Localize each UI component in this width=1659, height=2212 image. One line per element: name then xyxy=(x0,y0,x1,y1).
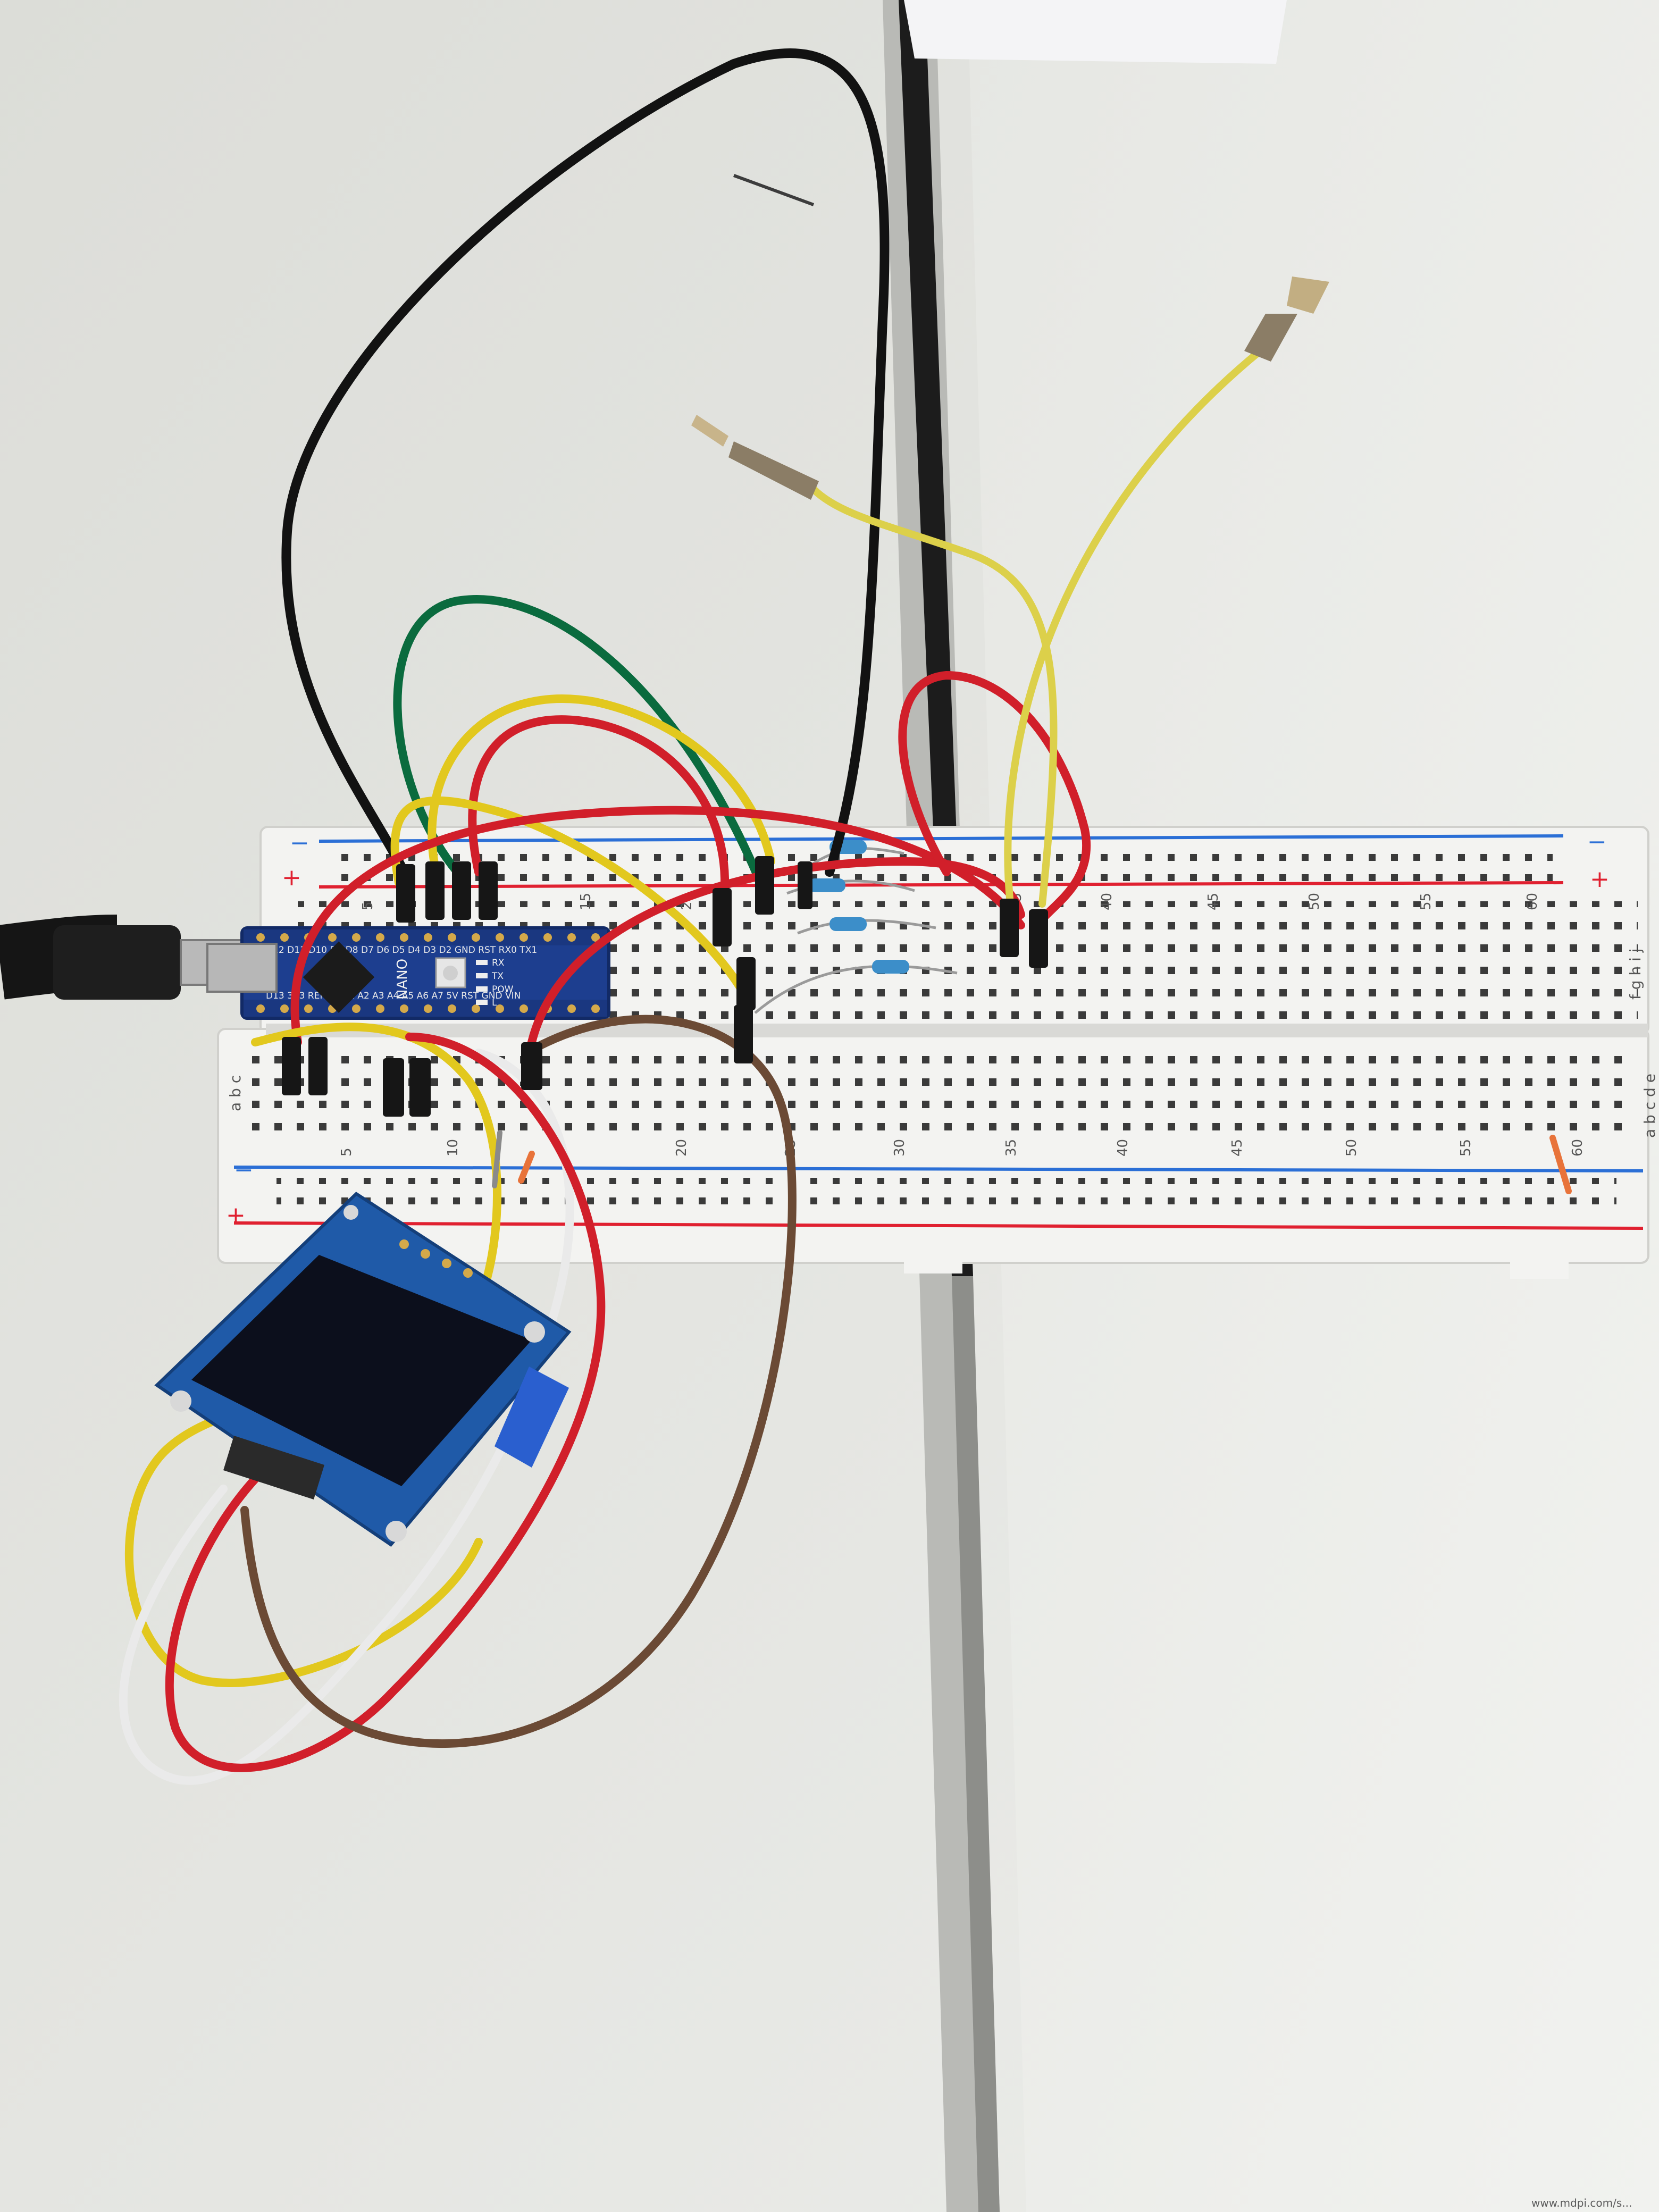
col-label: 45 xyxy=(1229,1139,1245,1157)
nano-name: NANO xyxy=(395,959,410,1000)
wire-tips xyxy=(691,276,1329,500)
col-label: 35 xyxy=(1003,1139,1019,1157)
yellow-wire-top xyxy=(428,694,775,876)
white-wire xyxy=(119,1049,574,1785)
oled-screen xyxy=(191,1255,532,1486)
col-label: 10 xyxy=(445,1139,461,1157)
oled-module xyxy=(154,1192,572,1547)
col-label: 40 xyxy=(1099,893,1115,910)
col-label: 50 xyxy=(1306,893,1322,910)
row-letters-right-top: f g h i j xyxy=(1627,948,1644,1000)
orange-jumper-left xyxy=(518,1151,535,1184)
col-label: 60 xyxy=(1570,1139,1586,1157)
col-label: 20 xyxy=(674,1139,690,1157)
resistor-4 xyxy=(872,960,909,974)
usb-cable xyxy=(0,915,272,1000)
nano-usb-port xyxy=(206,943,278,993)
red-wire-top xyxy=(468,715,729,908)
rail-minus-bottom-left: − xyxy=(234,1157,254,1184)
yellow-wire-right-2 xyxy=(810,485,1058,908)
row-letters-right-bottom: a b c d e xyxy=(1641,1074,1658,1138)
jumper-connectors xyxy=(282,856,1048,1117)
col-label: 40 xyxy=(1115,1139,1131,1157)
rail-plus-top-left: + xyxy=(282,864,301,891)
nano-chip xyxy=(303,941,375,1013)
nano-led-rx: RX xyxy=(492,958,505,968)
resistor-2 xyxy=(808,878,845,892)
col-label: 5 xyxy=(360,901,376,910)
rail-minus-top-left: − xyxy=(290,830,309,857)
bottom-column-numbers: 5 10 20 25 30 35 40 45 50 55 60 xyxy=(339,1139,1586,1157)
red-wire-long xyxy=(290,806,1025,1046)
col-label: 5 xyxy=(339,1147,355,1157)
row-letters-left: a b c xyxy=(227,1075,244,1111)
bottom-rail-blue xyxy=(233,1166,1644,1172)
orange-jumper-right xyxy=(1549,1135,1572,1194)
col-label: 50 xyxy=(1344,1139,1360,1157)
col-label: 55 xyxy=(1418,893,1434,910)
watermark: www.mdpi.com/s... xyxy=(1531,2197,1632,2209)
red-wire-loop-right xyxy=(898,671,1091,929)
nano-led-l: L xyxy=(492,998,497,1008)
rail-plus-top-right: + xyxy=(1590,866,1610,893)
black-wire xyxy=(281,48,890,877)
rail-minus-top-right: − xyxy=(1587,828,1607,856)
nano-led-pow: POW xyxy=(492,984,514,995)
top-rail-blue xyxy=(319,834,1564,843)
pencil-mark xyxy=(733,174,815,206)
rail-plus-bottom-left: + xyxy=(226,1202,246,1229)
nano-led-tx: TX xyxy=(491,971,504,982)
col-label: 15 xyxy=(578,893,594,910)
resistors xyxy=(754,840,958,1014)
yellow-wire-right-1 xyxy=(1004,347,1264,908)
red-wire-oled xyxy=(165,1033,606,1772)
bottom-rail-red xyxy=(233,1221,1644,1230)
gray-jumper xyxy=(492,1130,502,1188)
paper-sheet xyxy=(904,0,1287,64)
resistor-3 xyxy=(830,917,867,931)
col-label: 30 xyxy=(892,1139,908,1157)
col-label: 60 xyxy=(1524,893,1540,910)
col-label: 55 xyxy=(1458,1139,1474,1157)
col-label: 45 xyxy=(1205,893,1221,910)
